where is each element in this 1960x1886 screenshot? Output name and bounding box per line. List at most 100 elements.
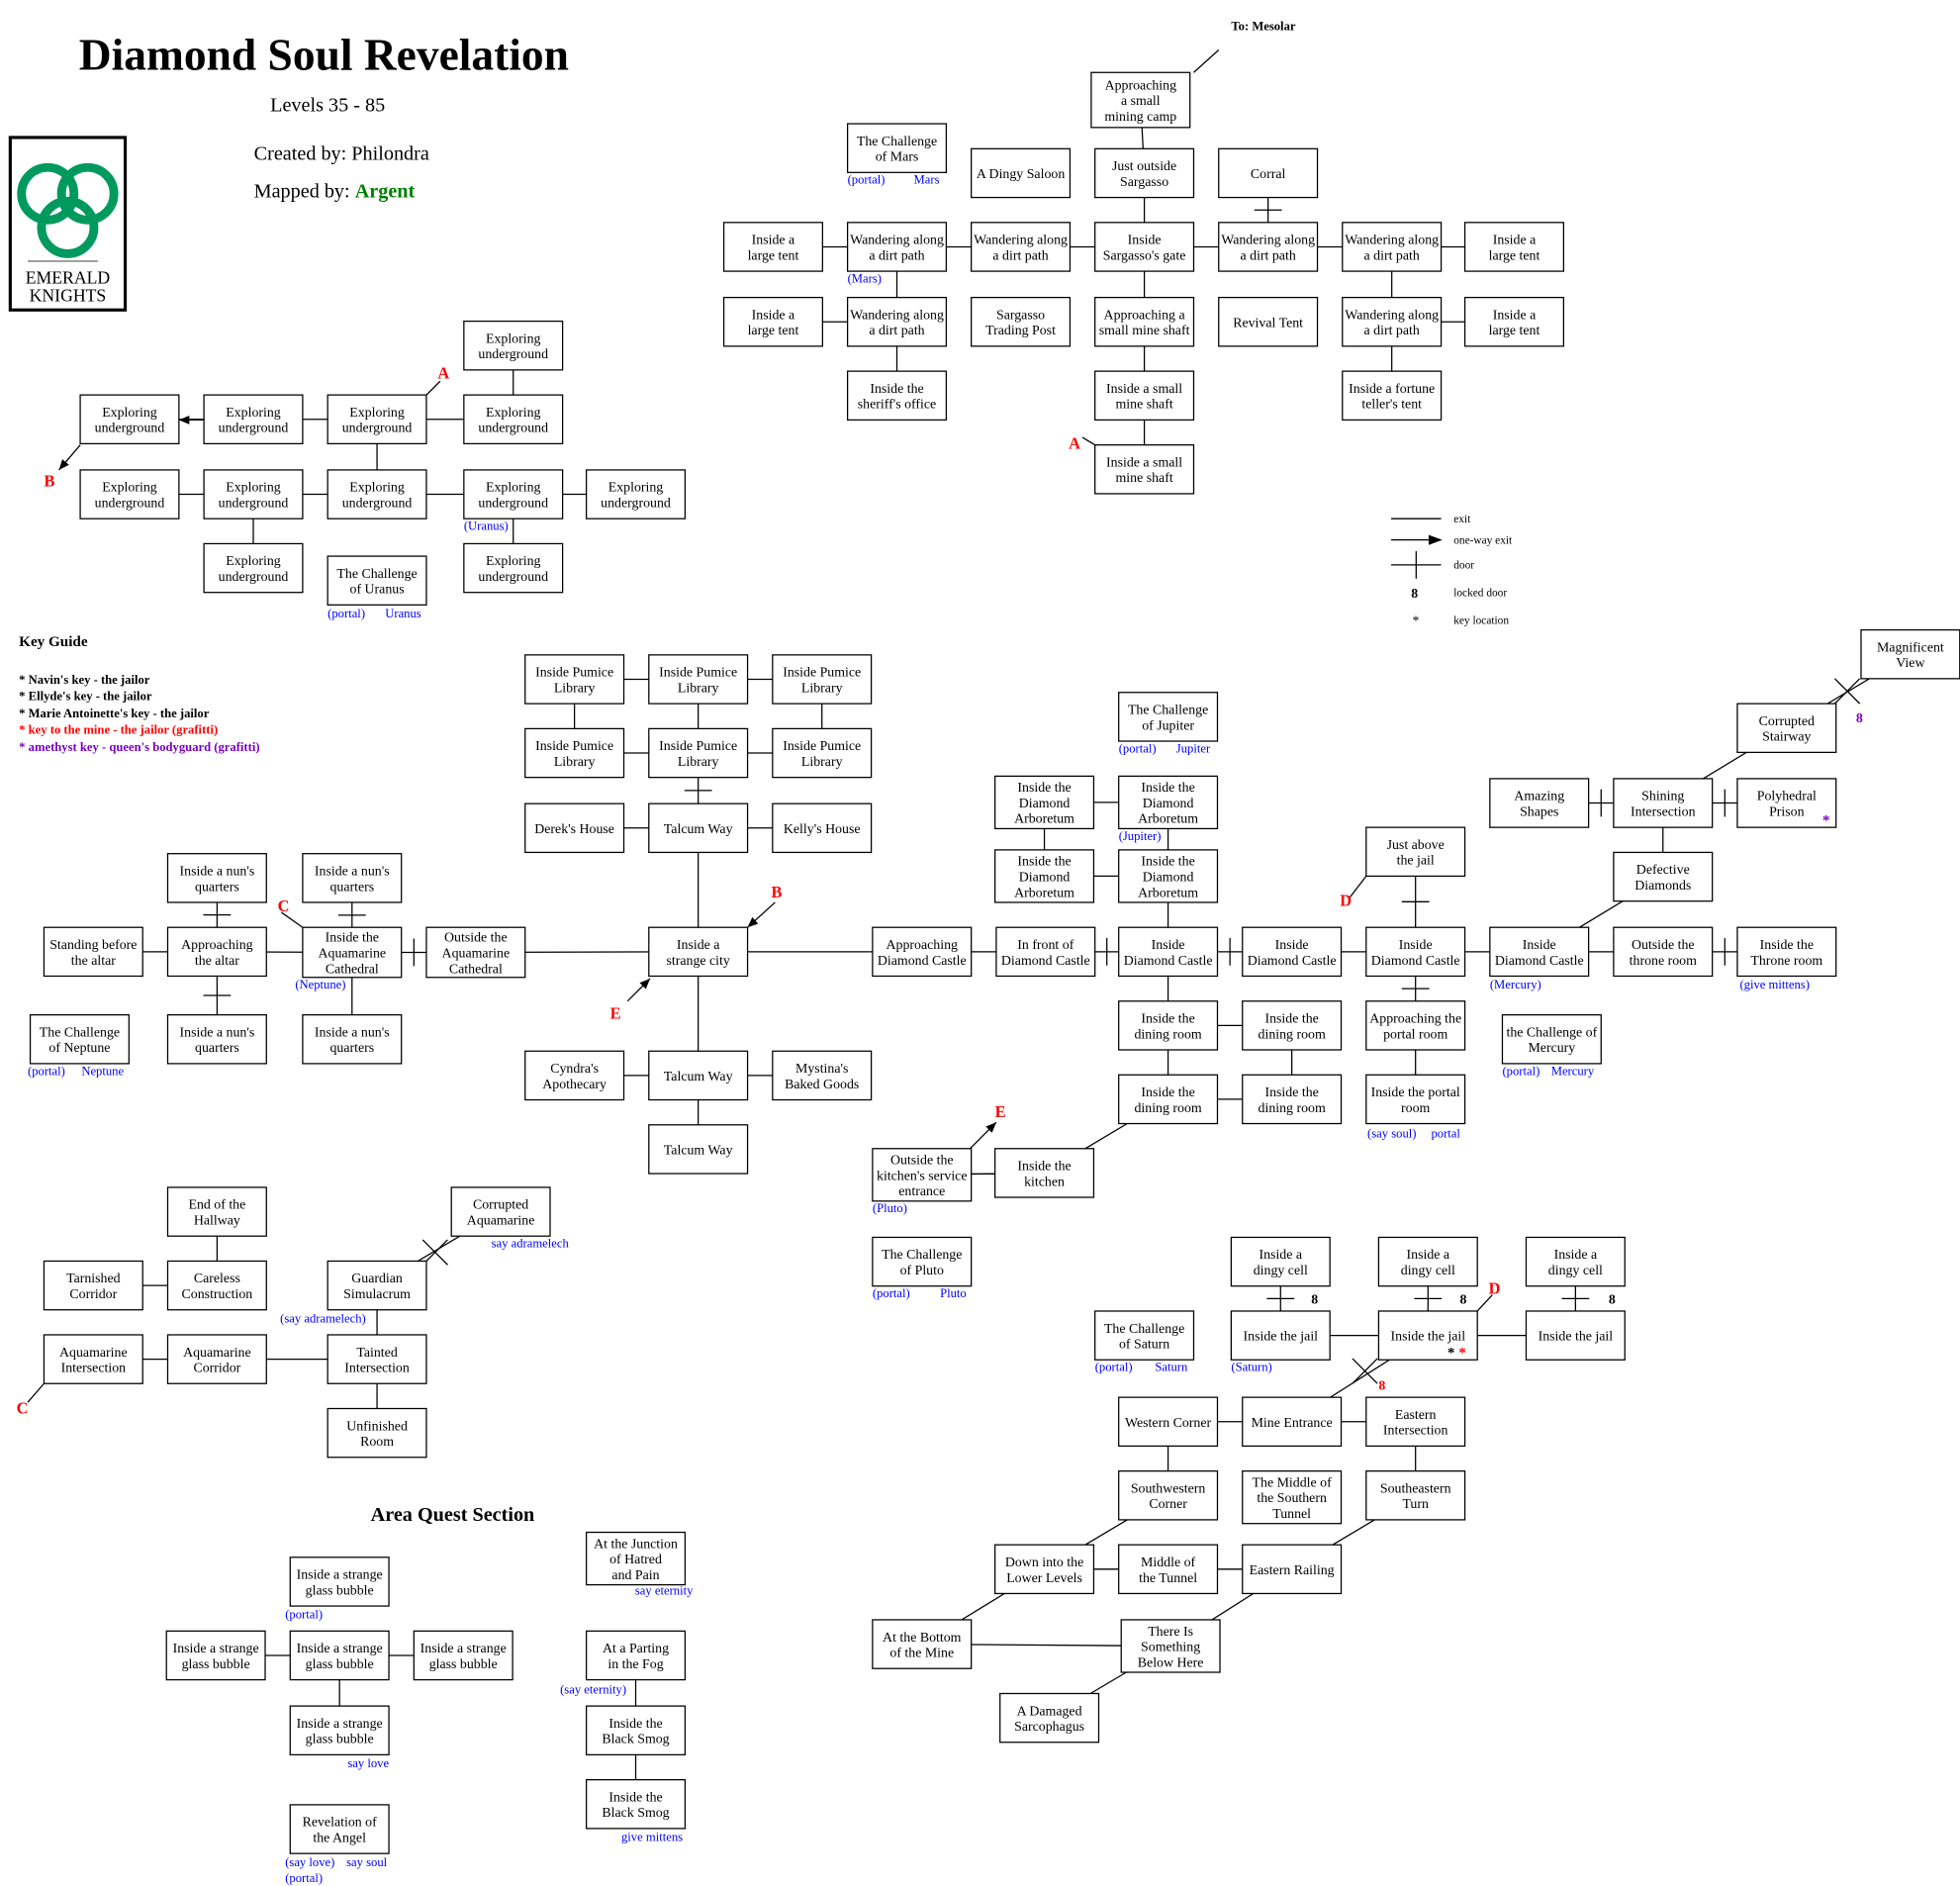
room-name-line: Approaching a — [1104, 308, 1185, 323]
room-name-line: Sargasso — [996, 308, 1045, 323]
room-name-line: Diamond — [1143, 797, 1194, 811]
connection-marker: C — [278, 896, 290, 915]
room-name-line: and Pain — [611, 1568, 659, 1583]
room-name-line: dingy cell — [1401, 1264, 1455, 1278]
room-name-line: room — [1401, 1101, 1430, 1116]
room-name-line: Inside the — [1017, 781, 1071, 796]
room-name-line: glass bubble — [306, 1733, 374, 1747]
room-name-line: Corrupted — [473, 1198, 528, 1213]
room-name-line: Diamond Castle — [1248, 954, 1337, 969]
lock-icon: 8 — [1609, 1292, 1616, 1307]
room-name-line: kitchen's service — [877, 1169, 968, 1183]
emerald-knights-logo: EMERALD KNIGHTS — [8, 136, 128, 312]
room-name-line: Defective — [1636, 863, 1690, 878]
room-name-line: dingy cell — [1254, 1264, 1308, 1278]
connection-marker: D — [1340, 892, 1352, 910]
exit-note: (portal) — [848, 173, 886, 187]
connection-marker: A — [437, 364, 449, 383]
room-name-line: Inside a strange — [173, 1642, 259, 1656]
room-name-line: Hallway — [194, 1214, 240, 1229]
legend-label: door — [1453, 560, 1474, 572]
room-name-line: Talcum Way — [664, 822, 733, 837]
room-name-line: quarters — [329, 1041, 374, 1056]
connection-marker: A — [1069, 433, 1080, 452]
logo-text-line2: KNIGHTS — [30, 285, 107, 305]
room-name-line: Inside a fortune — [1349, 382, 1435, 397]
room-name-line: Unfinished — [346, 1419, 408, 1434]
room-name-line: Inside the — [608, 1790, 662, 1805]
room-name-line: Wandering along — [850, 234, 944, 248]
room-name-line: Inside the jail — [1244, 1330, 1319, 1345]
room-name-line: Arboretum — [1138, 886, 1198, 900]
room-name-line: Inside a strange — [297, 1717, 383, 1732]
room-name-line: Inside — [1152, 938, 1185, 953]
room-box: Inside the jail — [1525, 1310, 1626, 1361]
room-name-line: Exploring — [486, 554, 541, 569]
room-name-line: Mystina's — [795, 1062, 848, 1077]
room-name-line: dining room — [1259, 1101, 1326, 1116]
blocked-exit-icon — [1834, 678, 1861, 705]
room-name-line: kitchen — [1024, 1175, 1065, 1189]
room-name-line: Lower Levels — [1006, 1571, 1082, 1586]
room-name-line: Inside a strange — [297, 1568, 383, 1583]
room-name: Derek's House — [534, 822, 614, 837]
room-name-line: Cathedral — [326, 962, 379, 977]
room-name-line: Shining — [1641, 790, 1684, 804]
exit-note: Mars — [914, 173, 940, 187]
room-name-line: Inside — [1275, 938, 1309, 953]
room-name-line: Exploring — [486, 406, 541, 421]
connection-marker: E — [610, 1003, 621, 1022]
room-name-line: Inside a small — [1106, 455, 1182, 470]
room-name-line: Corrupted — [1759, 714, 1815, 729]
room-name-line: underground — [95, 422, 165, 436]
room-name: A Dingy Saloon — [977, 167, 1065, 182]
key-location-star-icon: * — [1447, 1345, 1455, 1362]
room-name-line: of Jupiter — [1142, 718, 1194, 733]
room-name: Inside the jail — [1244, 1330, 1319, 1345]
exit-note: say soul — [346, 1855, 388, 1869]
logo-text-line1: EMERALD — [26, 268, 111, 288]
room-name-line: The Challenge — [882, 1248, 962, 1263]
room-name-line: Construction — [182, 1287, 253, 1302]
room-name-line: Inside Pumice — [535, 666, 613, 681]
room-name-line: underground — [478, 422, 548, 436]
room-name-line: Inside a nun's — [315, 1025, 390, 1040]
room-name-line: Wandering along — [1345, 308, 1439, 323]
connection-marker: B — [772, 883, 783, 901]
exit-note: (Mercury) — [1490, 978, 1541, 991]
